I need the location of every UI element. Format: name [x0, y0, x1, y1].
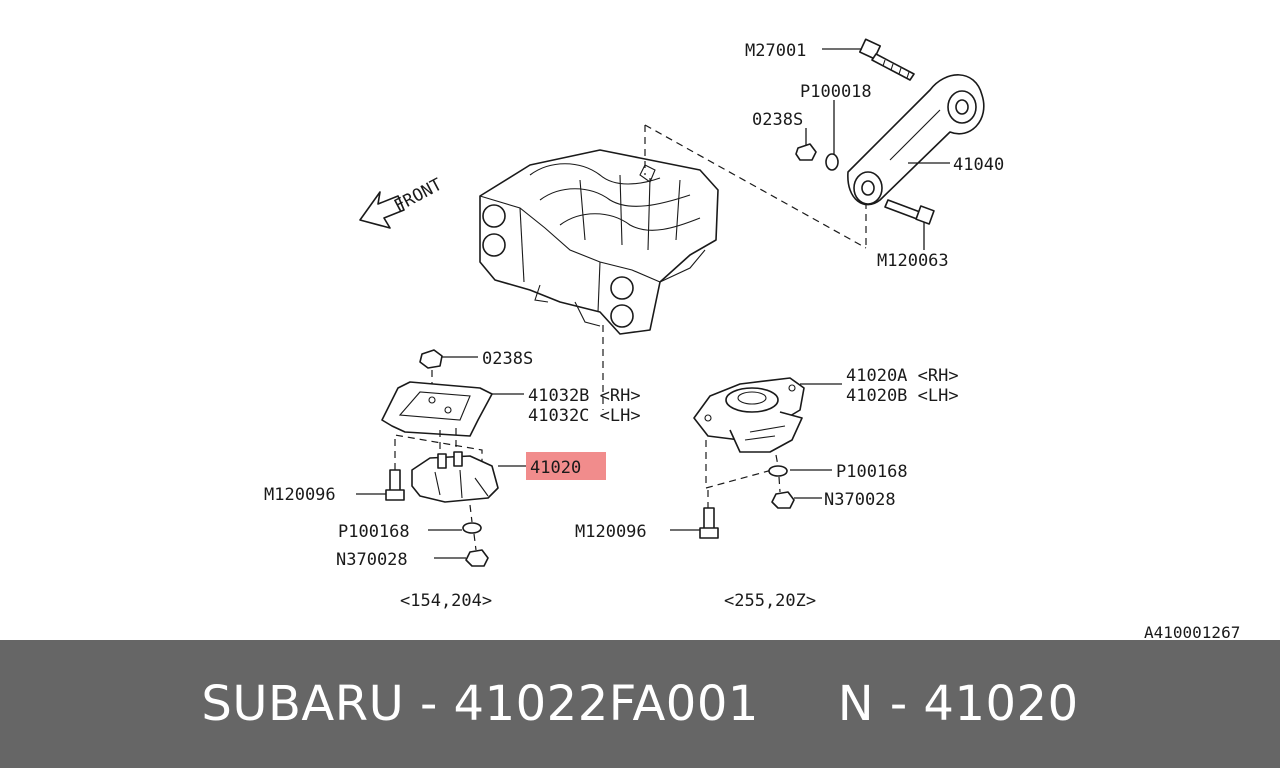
label-range-right: <255,20Z> — [724, 591, 816, 611]
bolt-m120096-right-icon — [699, 507, 719, 539]
label-41020b: 41020B <LH> — [846, 386, 959, 406]
bolt-m120063-icon — [884, 199, 935, 225]
bolt-m27001-icon — [858, 38, 915, 81]
bolt-m120096-left-icon — [385, 469, 405, 501]
engine-mount-41020-illustration — [411, 451, 499, 503]
label-m27001: M27001 — [745, 41, 806, 61]
washer-p100018-icon — [825, 153, 839, 171]
label-41020: 41020 — [530, 458, 581, 478]
diagram-code: A410001267 — [1144, 623, 1240, 640]
front-arrow-icon — [359, 191, 405, 229]
label-41040: 41040 — [953, 155, 1004, 175]
washer-p100168-left-icon — [462, 522, 482, 534]
label-0238s-top: 0238S — [752, 110, 803, 130]
parts-diagram: M27001 P100018 0238S 41040 M120063 FRONT… — [264, 38, 1240, 640]
label-n370028-right: N370028 — [824, 490, 896, 510]
label-41032c: 41032C <LH> — [528, 406, 641, 426]
label-0238s-left: 0238S — [482, 349, 533, 369]
label-p100168-left: P100168 — [338, 522, 410, 542]
label-m120063: M120063 — [877, 251, 949, 271]
footer-bar: SUBARU - 41022FA001 N - 41020 — [0, 640, 1280, 768]
torque-rod-illustration — [847, 74, 985, 206]
label-front: FRONT — [391, 175, 446, 217]
label-m120096-right: M120096 — [575, 522, 647, 542]
label-p100168-right: P100168 — [836, 462, 908, 482]
bracket-41032-illustration — [381, 381, 493, 437]
engine-block-illustration — [479, 149, 719, 335]
label-range-left: <154,204> — [400, 591, 492, 611]
label-p100018: P100018 — [800, 82, 872, 102]
nut-n370028-right-icon — [771, 491, 795, 509]
label-m120096-left: M120096 — [264, 485, 336, 505]
highlight-41020 — [526, 452, 606, 480]
washer-p100168-right-icon — [768, 465, 788, 477]
nut-0238s-top-icon — [795, 143, 817, 161]
label-41032b: 41032B <RH> — [528, 386, 641, 406]
label-41020a: 41020A <RH> — [846, 366, 959, 386]
nut-0238s-left-icon — [419, 349, 443, 369]
label-n370028-left: N370028 — [336, 550, 408, 570]
engine-mount-41020a-illustration — [693, 377, 805, 453]
footer-part-number: SUBARU - 41022FA001 N - 41020 — [201, 676, 1079, 732]
nut-n370028-left-icon — [465, 549, 489, 567]
